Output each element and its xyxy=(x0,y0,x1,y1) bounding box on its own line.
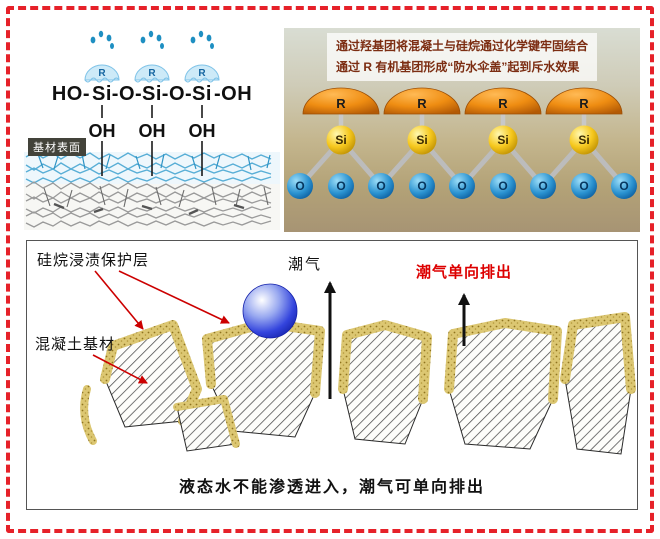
substrate-surface-tag: 基材表面 xyxy=(28,138,86,156)
svg-text:Si: Si xyxy=(142,83,162,105)
o-label: O xyxy=(457,179,466,193)
o-label: O xyxy=(376,179,385,193)
formula-diagram: R R R HO- Si -O- Si -O- Si -OH xyxy=(24,30,280,230)
o-label: O xyxy=(417,179,426,193)
oxygen-atoms: O O O O O O O O O xyxy=(287,173,637,199)
protective-layer-label: 硅烷浸渍保护层 xyxy=(37,252,150,269)
concrete-teeth xyxy=(80,312,636,455)
dome-r-label: R xyxy=(579,96,589,111)
caption-line-2: 通过 R 有机基团形成“防水伞盖”起到斥水效果 xyxy=(335,60,580,74)
silane-formula-text: HO- Si -O- Si -O- Si -OH xyxy=(52,83,252,105)
water-droplet-sphere xyxy=(242,283,298,339)
substrate-texture xyxy=(24,151,280,230)
rain-drops xyxy=(90,30,214,49)
silane-coat xyxy=(560,312,636,394)
oh-groups: OH OH OH xyxy=(89,121,216,141)
r-umbrella-caps: R R R xyxy=(84,64,220,83)
svg-text:-O-: -O- xyxy=(112,83,142,105)
silane-coat xyxy=(444,318,562,404)
svg-text:-O-: -O- xyxy=(162,83,192,105)
svg-text:Si: Si xyxy=(92,83,112,105)
molecular-caption-box: 通过羟基团将混凝土与硅烷通过化学键牢固结合 通过 R 有机基团形成“防水伞盖”起… xyxy=(326,33,598,81)
panel-molecular-model: 通过羟基团将混凝土与硅烷通过化学键牢固结合 通过 R 有机基团形成“防水伞盖”起… xyxy=(284,28,640,232)
o-label: O xyxy=(619,179,628,193)
o-label: O xyxy=(579,179,588,193)
dome-stems xyxy=(338,110,587,130)
si-label: Si xyxy=(335,133,346,147)
moisture-label: 潮气 xyxy=(287,256,322,273)
dome-r-label: R xyxy=(417,96,427,111)
svg-text:OH: OH xyxy=(89,121,116,141)
silane-coat xyxy=(100,320,202,426)
panel-silane-formula: R R R HO- Si -O- Si -O- Si -OH xyxy=(24,26,280,232)
bottom-caption: 液态水不能渗透进入，潮气可单向排出 xyxy=(178,479,485,496)
moisture-diagram-svg xyxy=(80,270,636,455)
svg-text:-OH: -OH xyxy=(214,83,252,105)
concrete-substrate-label: 混凝土基材 xyxy=(35,336,116,353)
red-leader-lines xyxy=(92,270,230,384)
silicon-atoms: Si Si Si Si xyxy=(326,125,599,155)
umbrella-r-label: R xyxy=(98,68,106,79)
moisture-arrows xyxy=(324,281,470,399)
umbrella-r-label: R xyxy=(148,68,156,79)
panel-moisture-diagram: 硅烷浸渍保护层 潮气 潮气单向排出 混凝土基材 液态水不能渗透进入，潮气可单向排… xyxy=(26,240,638,510)
bond-lines-lower xyxy=(101,141,203,176)
dome-r-label: R xyxy=(336,96,346,111)
si-label: Si xyxy=(416,133,427,147)
svg-text:OH: OH xyxy=(189,121,216,141)
o-label: O xyxy=(336,179,345,193)
si-label: Si xyxy=(578,133,589,147)
o-label: O xyxy=(538,179,547,193)
svg-text:OH: OH xyxy=(139,121,166,141)
silane-coat xyxy=(80,385,97,445)
umbrella-r-label: R xyxy=(198,68,206,79)
caption-line-1: 通过羟基团将混凝土与硅烷通过化学键牢固结合 xyxy=(335,39,589,53)
o-label: O xyxy=(498,179,507,193)
si-label: Si xyxy=(497,133,508,147)
silane-coat xyxy=(173,395,240,448)
dome-r-label: R xyxy=(498,96,508,111)
o-label: O xyxy=(295,179,304,193)
silane-coat xyxy=(338,320,432,404)
svg-text:HO-: HO- xyxy=(52,83,90,105)
one-way-release-label: 潮气单向排出 xyxy=(415,264,512,281)
bond-lines-upper xyxy=(101,105,203,118)
r-domes: R R R R xyxy=(302,87,623,115)
molecule-svg: R R R R O O O O O O O O O xyxy=(287,87,637,199)
svg-text:Si: Si xyxy=(192,83,212,105)
